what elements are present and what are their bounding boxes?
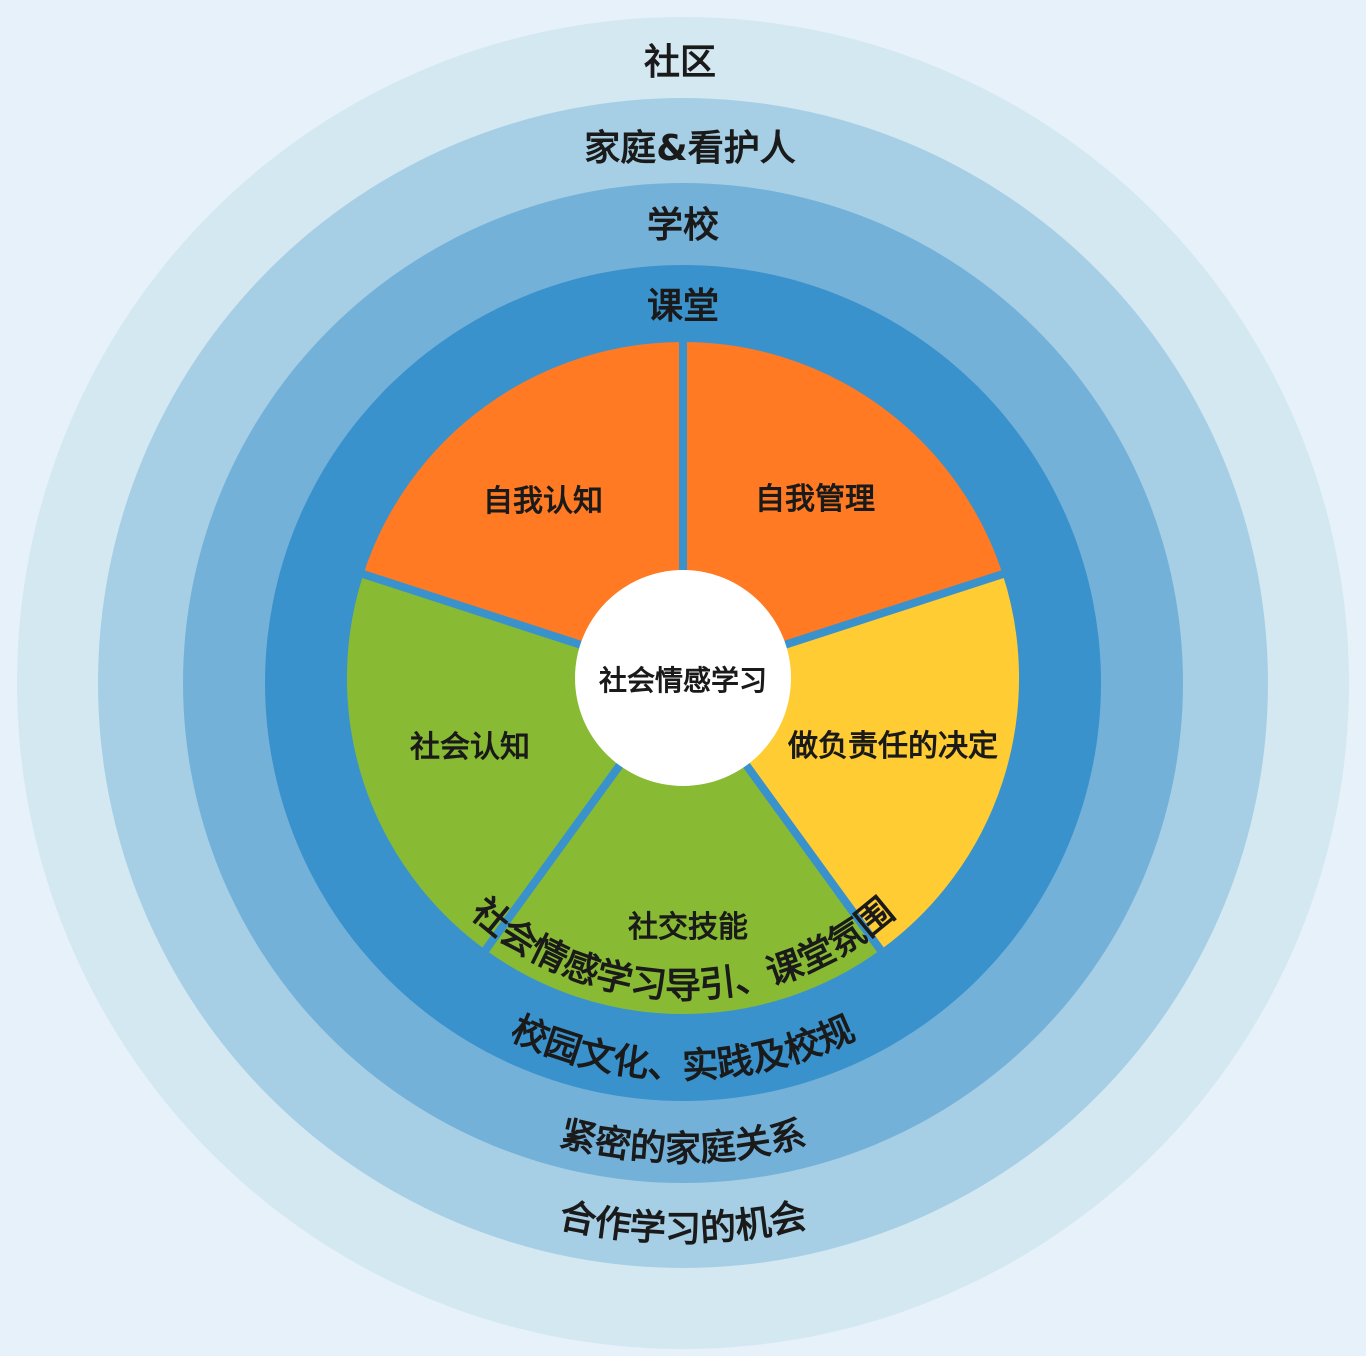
- ring-label-school: 学校: [647, 204, 719, 246]
- wedge-label-social-awareness: 社会认知: [410, 730, 530, 765]
- wedge-label-responsible-decision: 做负责任的决定: [787, 729, 998, 764]
- wedge-self-awareness: [355, 334, 687, 682]
- ring-label-classroom: 课堂: [647, 286, 719, 327]
- center-circle: [575, 570, 791, 786]
- ring-label-community: 社区: [644, 42, 716, 83]
- wedge-label-self-management: 自我管理: [755, 482, 875, 517]
- ring-label-family: 家庭&看护人: [584, 128, 795, 169]
- wedge-label-social-skills: 社交技能: [628, 910, 748, 945]
- center-label: 社会情感学习: [599, 664, 767, 697]
- wedge-label-self-awareness: 自我认知: [483, 484, 603, 519]
- wedge-social-skills: [479, 674, 887, 1022]
- wedge-self-management: [679, 334, 1011, 682]
